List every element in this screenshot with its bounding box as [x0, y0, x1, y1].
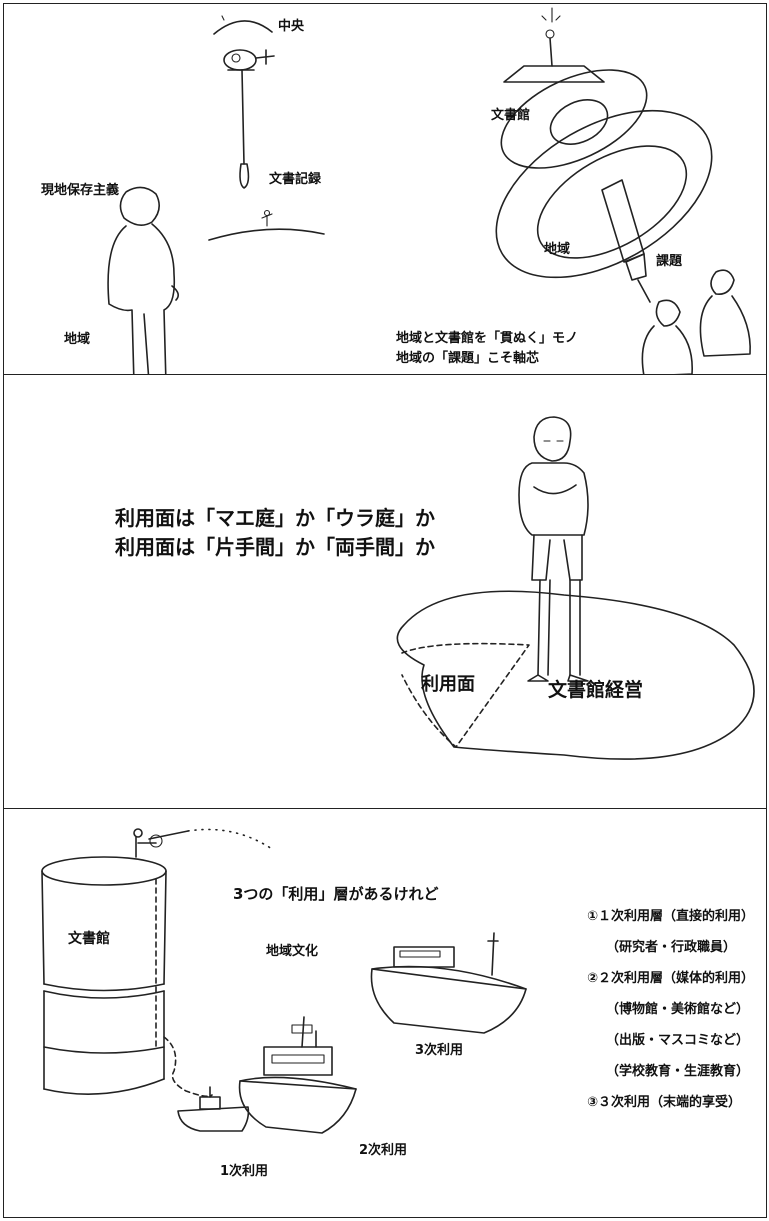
label-usage-area: 利用面 [421, 674, 475, 695]
question-line-2: 利用面は「片手間」か「両手間」か [115, 535, 435, 559]
panel-three-usage-layers: 3つの「利用」層があるけれど 文書館 地域文化 3次利用 2次利用 1次利用 ①… [3, 808, 767, 1218]
label-primary-use: 1次利用 [220, 1164, 269, 1179]
archive-tower-diagram [41, 828, 273, 1098]
label-archives-tower: 文書館 [68, 931, 110, 947]
label-regional-culture: 地域文化 [266, 944, 319, 959]
list-item: （研究者・行政職員） [606, 940, 737, 955]
label-archive-management: 文書館経営 [548, 679, 644, 701]
panel3-illustration [41, 828, 527, 1134]
panel-central-vs-local: 中央 文書記録 現地保存主義 地域 文書館 地域 課題 地域と文書館を「貫ぬく」… [3, 3, 767, 376]
list-item: ②２次利用層（媒体的利用） [587, 971, 755, 986]
panel1-illustration [107, 7, 751, 376]
usage-layer-list: ①１次利用層（直接的利用） （研究者・行政職員） ②２次利用層（媒体的利用） （… [587, 901, 754, 1118]
label-center: 中央 [278, 19, 305, 34]
label-archives: 文書館 [491, 108, 531, 123]
helicopter-icon [213, 15, 275, 189]
label-tertiary-use: 3次利用 [415, 1043, 464, 1058]
list-item: ③３次利用（末端的享受） [587, 1095, 742, 1110]
question-line-1: 利用面は「マエ庭」か「ウラ庭」か [115, 506, 435, 530]
label-issue: 課題 [656, 254, 683, 269]
panel2-illustration [396, 416, 755, 760]
boat-medium [238, 1016, 357, 1134]
list-item: （出版・マスコミなど） [606, 1033, 750, 1048]
person-figure-left [107, 186, 180, 376]
label-local-preservation: 現地保存主義 [41, 183, 120, 198]
people-looking-up [641, 269, 751, 376]
panel3-title: 3つの「利用」層があるけれど [233, 885, 439, 903]
label-region-right: 地域 [544, 242, 571, 257]
label-records: 文書記録 [269, 172, 322, 187]
archive-spindle-diagram [495, 7, 713, 303]
list-item: （学校教育・生涯教育） [606, 1064, 750, 1079]
boat-large [370, 932, 527, 1034]
boat-small [177, 1086, 250, 1132]
list-item: ①１次利用層（直接的利用） [587, 909, 755, 924]
label-region-left: 地域 [64, 332, 91, 347]
list-item: （博物館・美術館など） [606, 1002, 750, 1017]
thinking-person-figure [518, 416, 589, 682]
caption-line-1: 地域と文書館を「貫ぬく」モノ [396, 331, 579, 346]
panel-usage-vs-management: 利用面は「マエ庭」か「ウラ庭」か 利用面は「片手間」か「両手間」か 利用面 文書… [3, 374, 767, 809]
caption-line-2: 地域の「課題」こそ軸芯 [396, 351, 540, 366]
label-secondary-use: 2次利用 [359, 1143, 408, 1158]
